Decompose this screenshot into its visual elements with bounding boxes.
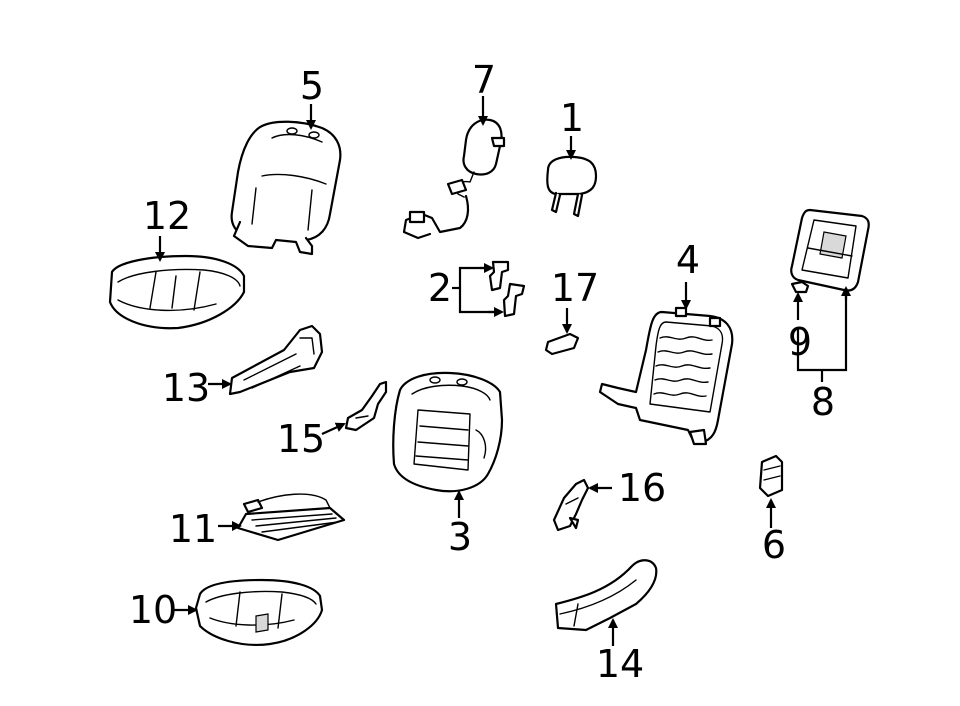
callout-15: 15 bbox=[277, 417, 346, 461]
callout-11: 11 bbox=[169, 507, 242, 551]
part-14-side-cover bbox=[554, 559, 658, 632]
callout-5: 5 bbox=[300, 64, 324, 130]
callout-16: 16 bbox=[588, 466, 666, 510]
callout-13: 13 bbox=[162, 366, 232, 410]
callout-1: 1 bbox=[560, 96, 584, 160]
part-16-bracket bbox=[552, 478, 590, 532]
callout-7: 7 bbox=[472, 58, 496, 126]
callout-label-16: 16 bbox=[618, 466, 666, 510]
callout-label-1: 1 bbox=[560, 96, 584, 140]
part-13-side-trim bbox=[228, 324, 324, 396]
callout-label-5: 5 bbox=[300, 64, 324, 108]
callout-14: 14 bbox=[596, 618, 644, 686]
part-10-seat-cushion bbox=[194, 578, 324, 646]
callout-8: 8 bbox=[796, 286, 851, 424]
callout-label-8: 8 bbox=[811, 380, 835, 424]
callout-10: 10 bbox=[129, 588, 198, 632]
callout-2: 2 bbox=[428, 263, 504, 317]
callout-label-6: 6 bbox=[762, 523, 786, 567]
part-9-small-clip bbox=[790, 280, 810, 294]
callout-label-15: 15 bbox=[277, 417, 325, 461]
part-1-headrest bbox=[546, 155, 598, 218]
callout-label-7: 7 bbox=[472, 58, 496, 102]
part-2-guides bbox=[488, 260, 526, 318]
callout-label-12: 12 bbox=[143, 194, 191, 238]
callout-label-3: 3 bbox=[448, 515, 472, 559]
part-8-rear-panel bbox=[790, 208, 870, 292]
callout-label-10: 10 bbox=[129, 588, 177, 632]
callout-12: 12 bbox=[143, 194, 191, 262]
part-5-seat-back-cushion bbox=[230, 120, 342, 256]
part-15-bracket bbox=[344, 380, 388, 432]
callout-label-14: 14 bbox=[596, 642, 644, 686]
callout-9: 9 bbox=[788, 292, 812, 364]
callout-label-2: 2 bbox=[428, 266, 452, 310]
part-3-seat-back-cover bbox=[392, 371, 504, 493]
callout-label-4: 4 bbox=[676, 238, 700, 282]
callout-label-13: 13 bbox=[162, 366, 210, 410]
part-17-knob bbox=[544, 332, 580, 356]
callout-label-11: 11 bbox=[169, 507, 217, 551]
callout-4: 4 bbox=[676, 238, 700, 310]
part-12-seat-cushion-cover bbox=[108, 254, 246, 330]
part-4-seat-back-frame bbox=[598, 306, 734, 446]
callout-3: 3 bbox=[448, 490, 472, 559]
callout-label-9: 9 bbox=[788, 320, 812, 364]
callout-17: 17 bbox=[551, 266, 599, 334]
part-6-clip bbox=[758, 454, 784, 498]
part-7-side-airbag bbox=[402, 118, 506, 240]
callout-label-17: 17 bbox=[551, 266, 599, 310]
part-11-heater-pad bbox=[236, 493, 346, 542]
callout-6: 6 bbox=[762, 498, 786, 567]
